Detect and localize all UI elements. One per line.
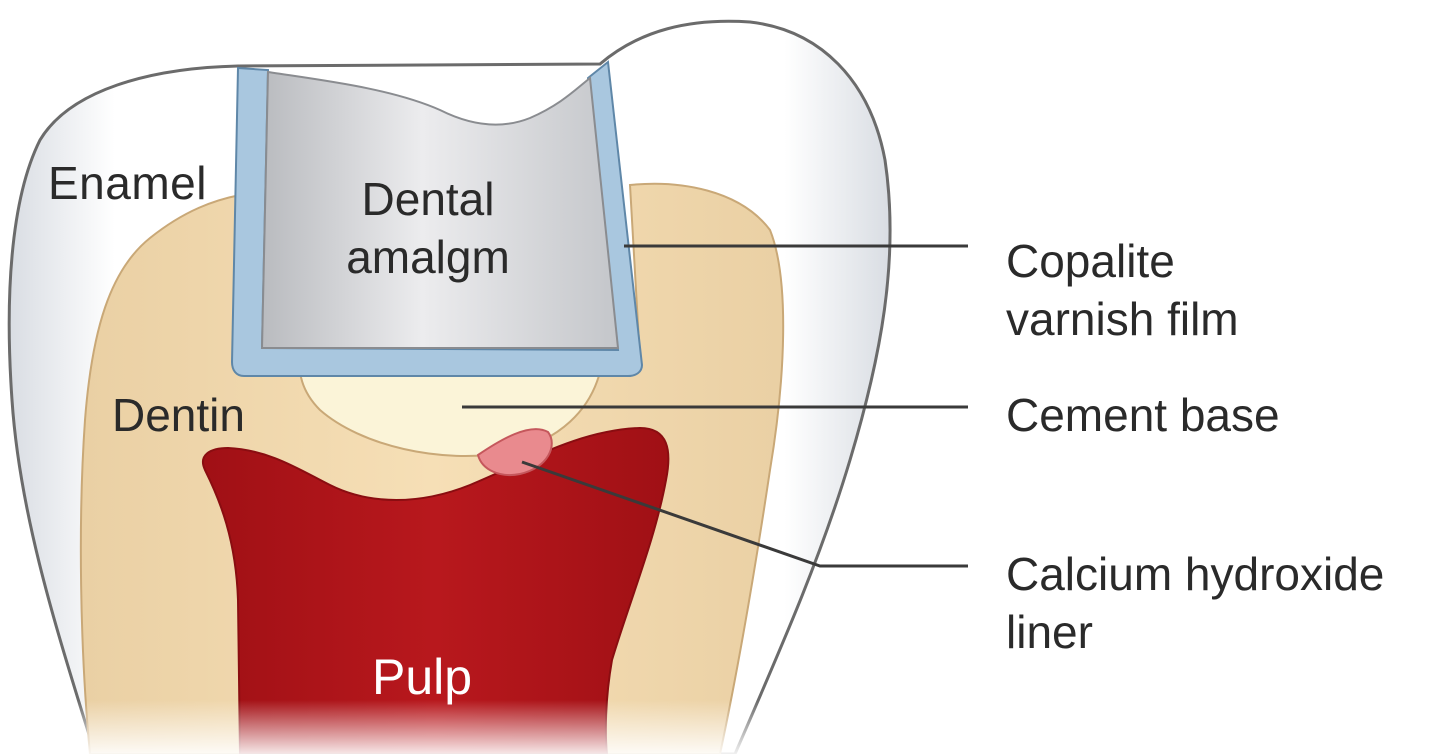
amalgam-label-line2: amalgm [346,231,510,283]
enamel-label: Enamel [48,157,207,209]
amalgam-label-line1: Dental [361,173,495,225]
pulp-label: Pulp [372,649,473,705]
dentin-label: Dentin [112,389,245,441]
bottom-fade [0,700,1440,754]
pulp-shape [202,426,670,754]
copalite-label-line1: Copalite [1006,235,1175,287]
copalite-label-line2: varnish film [1006,293,1239,345]
calcium-label: Calcium hydroxide liner [1006,545,1384,661]
calcium-label-line1: Calcium hydroxide [1006,548,1385,600]
calcium-liner-shape [476,428,553,476]
cement-base-label: Cement base [1006,389,1280,441]
copalite-label: Copalite varnish film [1006,232,1239,348]
amalgam-label: Dental amalgm [318,170,538,286]
calcium-label-line2: liner [1006,606,1093,658]
calcium-leader-line [521,460,968,568]
amalgam-shape [260,70,620,349]
varnish-film-shape [230,60,644,377]
